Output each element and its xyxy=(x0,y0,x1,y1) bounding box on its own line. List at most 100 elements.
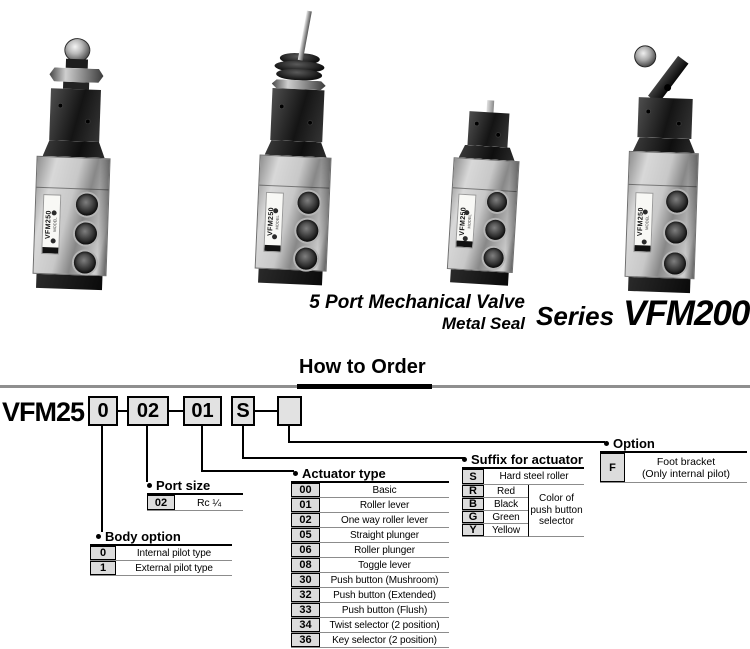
suffix-for-actuator-title: Suffix for actuator xyxy=(471,451,583,467)
table-row: 33 Push button (Flush) xyxy=(291,603,449,618)
lever-roller-wheel xyxy=(633,44,657,68)
bullet-icon xyxy=(462,456,467,462)
port xyxy=(297,190,321,214)
series-prefix: Series xyxy=(536,301,615,331)
table-row: R Red xyxy=(462,485,528,498)
desc-cell: Basic xyxy=(372,484,397,496)
valve-photo-roller-plunger: VFM250 MODEL xyxy=(32,37,115,291)
color-cell: Red xyxy=(496,485,516,497)
option-desc-line1: Foot bracket xyxy=(656,455,716,468)
part-number-box-suffix: S xyxy=(231,396,255,426)
bullet-icon xyxy=(147,482,152,488)
desc-cell: Straight plunger xyxy=(349,529,419,541)
model-label: VFM250 MODEL xyxy=(263,191,284,253)
roller-clevis xyxy=(65,58,89,69)
desc-cell: Twist selector (2 position) xyxy=(329,619,440,631)
desc-cell: Rc ¼ xyxy=(196,496,222,509)
desc-cell: Key selector (2 position) xyxy=(332,634,437,646)
table-row: 01 Roller lever xyxy=(291,498,449,513)
code-cell: B xyxy=(462,498,484,510)
option-table: Option F Foot bracket (Only internal pil… xyxy=(600,435,747,483)
model-label-text: MODEL xyxy=(466,214,473,229)
code-cell: 36 xyxy=(291,633,320,647)
table-row: 36 Key selector (2 position) xyxy=(291,633,449,648)
product-title-line1: 5 Port Mechanical Valve xyxy=(309,292,525,313)
table-row: 02 Rc ¼ xyxy=(147,495,243,511)
section-rule-accent xyxy=(297,384,432,389)
code-cell: 00 xyxy=(291,483,320,497)
port-size-title: Port size xyxy=(156,477,211,493)
connector-port-size xyxy=(146,426,148,482)
part-number-prefix: VFM25 xyxy=(2,397,85,427)
part-number-box-port: 02 xyxy=(127,396,169,426)
table-row: S Hard steel roller xyxy=(462,469,584,485)
desc-cell: Roller plunger xyxy=(354,544,415,556)
code-cell: 33 xyxy=(291,603,320,617)
port xyxy=(483,247,505,269)
desc-cell: Push button (Mushroom) xyxy=(330,574,439,586)
connector-option-v xyxy=(288,426,290,443)
bullet-icon xyxy=(293,470,298,476)
code-cell: 08 xyxy=(291,558,320,572)
suffix-for-actuator-table: Suffix for actuator S Hard steel roller … xyxy=(462,451,584,537)
actuator-type-table: Actuator type 00 Basic 01 Roller lever 0… xyxy=(291,465,449,648)
model-label-text: MODEL xyxy=(274,214,280,230)
desc-cell: Toggle lever xyxy=(358,559,411,571)
plunger-pin xyxy=(486,100,494,113)
actuator-type-title: Actuator type xyxy=(302,465,386,481)
model-label: VFM250 MODEL xyxy=(41,194,62,255)
series-name: VFM200 xyxy=(623,294,750,333)
table-row: 00 Basic xyxy=(291,483,449,498)
port xyxy=(665,190,689,214)
port xyxy=(664,221,688,245)
connector-option-h xyxy=(288,441,605,443)
body-option-title: Body option xyxy=(105,528,181,544)
desc-cell: Foot bracket (Only internal pilot) xyxy=(625,453,747,482)
port xyxy=(296,218,320,242)
table-row: 32 Push button (Extended) xyxy=(291,588,449,603)
part-number-box-body: 0 xyxy=(88,396,118,426)
table-row: 06 Roller plunger xyxy=(291,543,449,558)
how-to-order-heading: How to Order xyxy=(299,356,426,378)
body-option-table: Body option 0 Internal pilot type 1 Exte… xyxy=(90,528,232,576)
model-label-text: MODEL xyxy=(52,217,58,232)
valve-body: VFM250 MODEL xyxy=(32,155,111,277)
part-number-box-option xyxy=(277,396,302,426)
color-note-cell: Color of push button selector xyxy=(528,485,584,537)
code-cell: F xyxy=(600,453,625,482)
port xyxy=(484,219,507,241)
desc-cell: Roller lever xyxy=(359,499,410,511)
table-row: 05 Straight plunger xyxy=(291,528,449,543)
bullet-icon xyxy=(604,440,609,446)
port-size-table: Port size 02 Rc ¼ xyxy=(147,477,243,511)
table-row: 08 Toggle lever xyxy=(291,558,449,573)
connector-actuator-v xyxy=(201,426,203,472)
code-cell: 02 xyxy=(291,513,320,527)
desc-cell: External pilot type xyxy=(135,562,213,574)
desc-cell: Push button (Flush) xyxy=(341,604,428,616)
product-title: 5 Port Mechanical Valve Metal Seal xyxy=(170,292,525,333)
connector-body-option xyxy=(101,426,103,532)
connector-suffix-h xyxy=(242,457,465,459)
table-row: B Black xyxy=(462,498,528,511)
connector-actuator-h xyxy=(201,470,294,472)
table-row: 34 Twist selector (2 position) xyxy=(291,618,449,633)
port xyxy=(74,221,98,245)
code-cell: 34 xyxy=(291,618,320,632)
valve-base xyxy=(36,273,103,291)
port xyxy=(75,193,99,216)
table-row: F Foot bracket (Only internal pilot) xyxy=(600,453,747,483)
actuator-housing xyxy=(49,88,101,142)
color-cell: Yellow xyxy=(492,524,520,536)
valve-photo-roller-lever: VFM250 MODEL xyxy=(624,44,703,294)
code-cell: 06 xyxy=(291,543,320,557)
port xyxy=(663,252,687,276)
port xyxy=(294,246,318,270)
code-cell: 30 xyxy=(291,573,320,587)
series-title: Series VFM200 xyxy=(536,294,750,334)
code-cell: 02 xyxy=(147,495,175,510)
valve-base xyxy=(628,276,691,294)
desc-cell: Push button (Extended) xyxy=(333,589,436,601)
code-cell: 1 xyxy=(90,561,116,575)
